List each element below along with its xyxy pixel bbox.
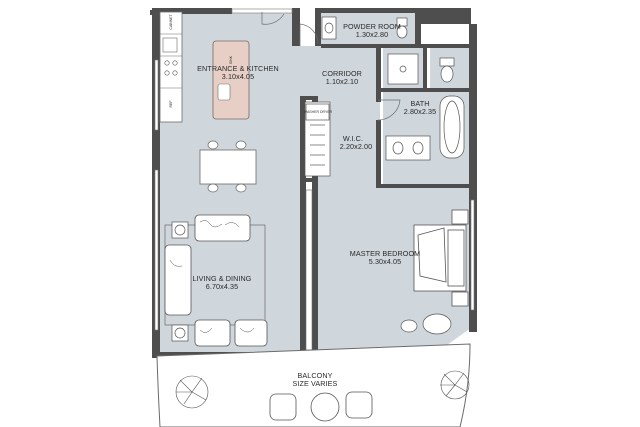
bath-name: BATH bbox=[410, 99, 429, 108]
bath bbox=[385, 53, 465, 161]
double-vanity bbox=[385, 135, 431, 161]
armchair-icon bbox=[269, 391, 373, 421]
ref-label: REF bbox=[169, 101, 173, 108]
sink-label: SINK bbox=[229, 55, 233, 64]
wardrobe bbox=[304, 101, 331, 177]
kitchen-name: ENTRANCE & KITCHEN bbox=[197, 64, 279, 73]
living-name: LIVING & DINING bbox=[192, 274, 251, 283]
sliding-door bbox=[305, 189, 313, 351]
corridor-size: 1.10x2.10 bbox=[326, 77, 358, 86]
room-labels: POWDER ROOM 1.30x2.80 ENTRANCE & KITCHEN… bbox=[192, 22, 436, 388]
wic-name: W.I.C. bbox=[343, 134, 363, 143]
powder-room-size: 1.30x2.80 bbox=[356, 30, 388, 39]
dining-table bbox=[199, 149, 257, 185]
kitchen-size: 3.10x4.05 bbox=[222, 72, 254, 81]
powder-room-name: POWDER ROOM bbox=[343, 22, 401, 31]
bedroom-size: 5.30x4.05 bbox=[369, 257, 401, 266]
balcony-size: SIZE VARIES bbox=[293, 379, 338, 388]
powder-room bbox=[321, 16, 408, 40]
round-table-icon bbox=[310, 392, 340, 422]
door-swing-icon bbox=[377, 99, 401, 121]
sink-icon bbox=[162, 37, 178, 53]
living-set bbox=[164, 214, 268, 347]
toilet-icon bbox=[440, 65, 454, 83]
island-sink-icon bbox=[217, 83, 231, 101]
armchair-icon bbox=[400, 313, 452, 335]
kitchen: CABINET REF SINK bbox=[159, 11, 250, 123]
dining-set bbox=[199, 140, 257, 193]
door-swing-icon bbox=[261, 12, 285, 25]
bedroom-name: MASTER BEDROOM bbox=[350, 249, 421, 258]
corridor-name: CORRIDOR bbox=[322, 69, 362, 78]
plant-icon bbox=[175, 370, 470, 409]
sofa-icon bbox=[164, 214, 268, 347]
washer-label: WASHER DRYER bbox=[304, 110, 333, 114]
side-table bbox=[171, 221, 189, 342]
balcony-name: BALCONY bbox=[297, 371, 332, 380]
wc-cistern bbox=[439, 57, 455, 67]
balcony bbox=[156, 343, 471, 427]
wic-size: 2.20x2.00 bbox=[340, 142, 372, 151]
bath-size: 2.80x2.35 bbox=[404, 107, 436, 116]
door-swing-icon bbox=[299, 23, 319, 46]
bed-icon bbox=[413, 209, 469, 307]
cabinet-label: CABINET bbox=[169, 14, 173, 30]
living-size: 6.70x4.35 bbox=[206, 282, 238, 291]
